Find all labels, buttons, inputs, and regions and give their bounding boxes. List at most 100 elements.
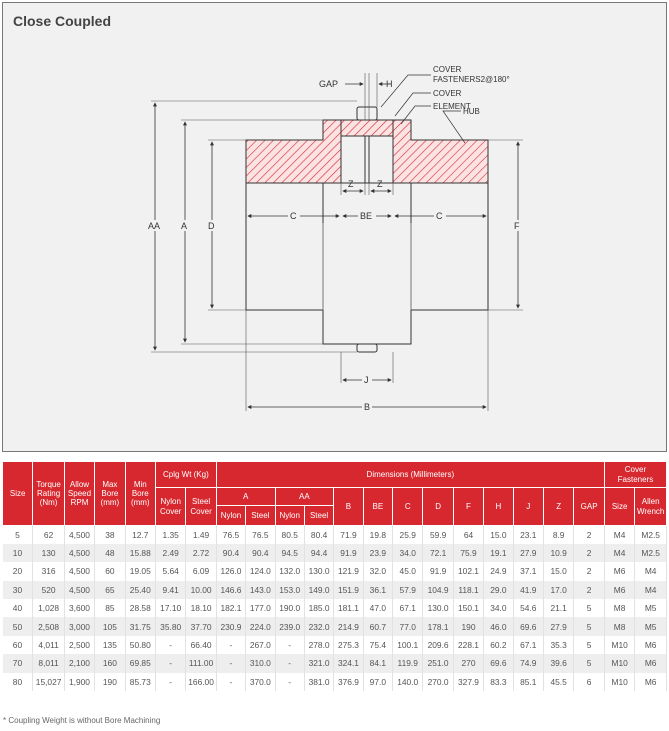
table-cell: 45.5 (543, 672, 575, 692)
table-cell: 2 (573, 580, 605, 600)
table-cell: M4 (634, 562, 667, 581)
header-size: Size (1, 461, 34, 526)
element-section (340, 119, 394, 137)
dim-label-c-left: C (290, 211, 297, 221)
table-cell: - (155, 654, 187, 673)
drawing-panel: Close Coupled (2, 2, 667, 452)
table-cell: - (216, 654, 247, 673)
table-cell: 46.0 (483, 617, 514, 636)
table-cell: M6 (634, 654, 667, 673)
callout-element: ELEMENT (433, 102, 471, 111)
table-cell: 40 (2, 599, 34, 618)
table-cell: 153.0 (275, 580, 305, 600)
table-cell: 2 (573, 562, 605, 581)
coupling-drawing: GAP H AA A D F C BE C Z Z J B COVER F (148, 65, 523, 412)
fastener-bottom (356, 343, 378, 353)
table-cell: 90.4 (245, 543, 276, 563)
table-cell: 6.09 (185, 562, 217, 581)
table-cell: 5 (573, 617, 605, 636)
table-cell: 21.1 (543, 599, 575, 618)
table-cell: 80.5 (275, 525, 305, 544)
table-cell: M5 (634, 617, 667, 636)
table-cell: 324.1 (333, 654, 364, 673)
table-cell: 2 (573, 543, 605, 563)
header-aa-steel: Steel (303, 505, 335, 526)
table-cell: 94.4 (304, 543, 335, 563)
table-cell: M10 (604, 672, 636, 692)
spec-table: Size Torque Rating (Nm) Allow Speed RPM … (1, 461, 668, 692)
table-cell: 251.0 (422, 654, 454, 673)
callout-cover-fastener-1: COVER (433, 65, 462, 74)
table-cell: 190 (453, 617, 485, 636)
table-cell: 48 (94, 543, 126, 563)
table-cell: 37.1 (513, 562, 544, 581)
dim-label-aa: AA (148, 221, 160, 231)
header-speed: Allow Speed RPM (63, 461, 96, 526)
table-cell: 34.0 (392, 543, 424, 563)
table-cell: 80 (2, 672, 34, 692)
table-cell: 59.9 (422, 525, 454, 544)
table-cell: 2 (573, 525, 605, 544)
dim-label-j: J (364, 375, 369, 385)
table-cell: M10 (604, 654, 636, 673)
table-cell: 100.1 (392, 635, 424, 655)
table-cell: 69.85 (125, 654, 156, 673)
dim-label-d: D (208, 221, 215, 231)
table-cell: 83.3 (483, 672, 514, 692)
table-cell: M6 (604, 580, 636, 600)
table-cell: 76.5 (245, 525, 276, 544)
table-cell: 20 (2, 562, 34, 581)
table-cell: M2.5 (634, 543, 667, 563)
header-aa: AA (274, 487, 335, 506)
table-cell: 90.4 (216, 543, 247, 563)
table-cell: 15.0 (543, 562, 575, 581)
table-cell: 10.00 (185, 580, 217, 600)
table-cell: 230.9 (216, 617, 247, 636)
dim-label-z-right: Z (377, 179, 383, 189)
table-cell: 3,600 (64, 599, 96, 618)
table-cell: 135 (94, 635, 126, 655)
table-cell: 520 (32, 580, 65, 600)
header-f: F (452, 487, 485, 526)
table-cell: 23.9 (363, 543, 394, 563)
table-cell: 76.5 (216, 525, 247, 544)
table-cell: 130.0 (422, 599, 454, 618)
table-cell: 31.75 (125, 617, 156, 636)
table-cell: - (216, 635, 247, 655)
dim-label-a: A (181, 221, 187, 231)
table-cell: 185.0 (304, 599, 335, 618)
table-cell: 30 (2, 580, 34, 600)
dim-label-be: BE (360, 211, 372, 221)
table-cell: 67.1 (392, 599, 424, 618)
table-cell: 71.9 (333, 525, 364, 544)
table-cell: 85.73 (125, 672, 156, 692)
table-cell: 60.2 (483, 635, 514, 655)
table-cell: 270.0 (422, 672, 454, 692)
element-gap-right (368, 135, 394, 184)
table-cell: 74.9 (513, 654, 544, 673)
header-c: C (392, 487, 424, 526)
table-cell: 111.00 (185, 654, 217, 673)
table-cell: 84.1 (363, 654, 394, 673)
table-cell: 38 (94, 525, 126, 544)
table-cell: M8 (604, 617, 636, 636)
header-cover-fasteners: Cover Fasteners (603, 461, 668, 488)
table-cell: 36.1 (363, 580, 394, 600)
element-gap-left (340, 135, 366, 184)
table-cell: 149.0 (304, 580, 335, 600)
table-cell: 72.1 (422, 543, 454, 563)
table-cell: 1,028 (32, 599, 65, 618)
table-cell: 28.58 (125, 599, 156, 618)
table-cell: - (275, 635, 305, 655)
table-cell: 214.9 (333, 617, 364, 636)
table-cell: 5 (573, 635, 605, 655)
coupling-body (245, 106, 489, 353)
table-cell: 19.05 (125, 562, 156, 581)
table-cell: 2.49 (155, 543, 187, 563)
dim-label-gap: GAP (319, 79, 338, 89)
table-cell: 47.0 (363, 599, 394, 618)
table-cell: 45.0 (392, 562, 424, 581)
table-cell: 15.0 (483, 525, 514, 544)
